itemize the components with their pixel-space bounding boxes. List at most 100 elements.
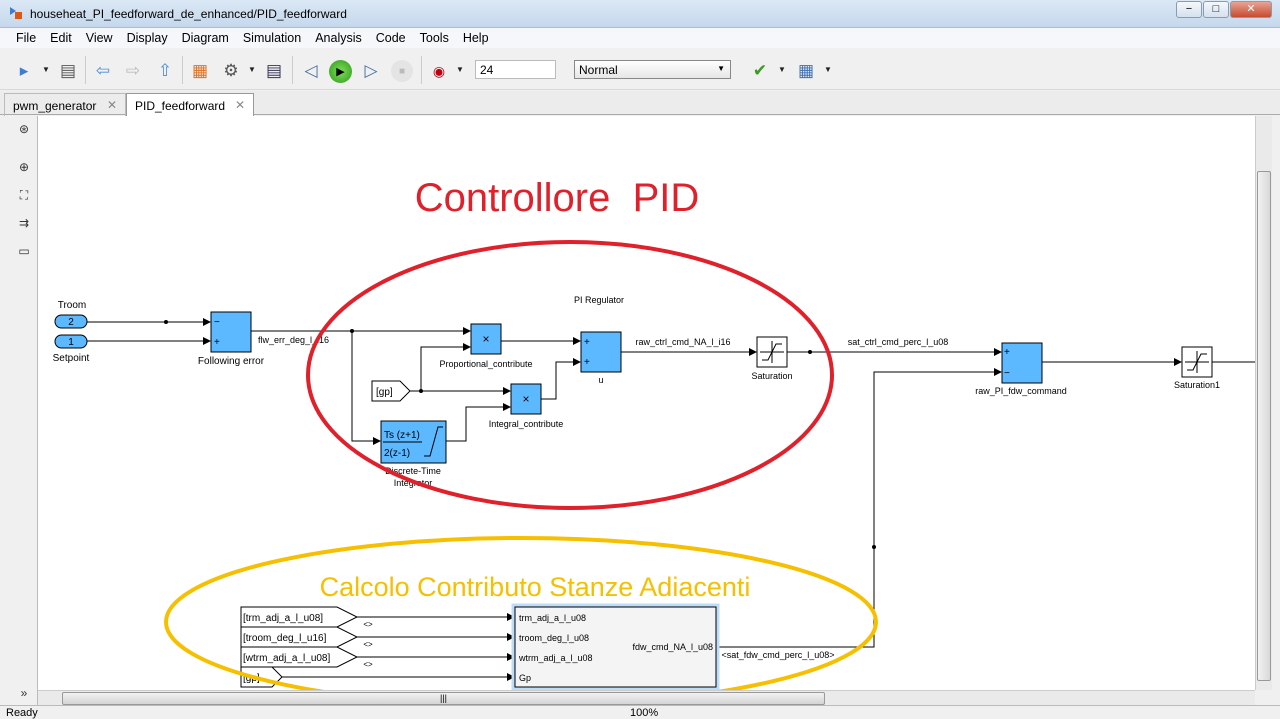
sum-sign: +: [584, 337, 590, 348]
from-tag-wtrm-adj[interactable]: [240, 646, 359, 668]
block-diagram: 2 Troom 1 Setpoint − + Following error f…: [53, 176, 1255, 690]
proportional-product-block[interactable]: [470, 323, 502, 355]
new-model-icon[interactable]: ▸: [19, 61, 29, 80]
saturation-icon: [760, 341, 784, 363]
block-label: Following error: [198, 356, 265, 367]
stop-icon[interactable]: ■: [391, 60, 413, 82]
menu-file[interactable]: File: [16, 31, 37, 45]
save-icon[interactable]: ▤: [59, 61, 77, 80]
tag-label: [wtrm_adj_a_l_u08]: [243, 653, 330, 664]
new-dropdown-icon[interactable]: ▼: [42, 65, 50, 74]
block-label: raw_PI_fdw_command: [975, 386, 1067, 396]
expand-icon[interactable]: »: [20, 686, 28, 700]
model-explorer-icon[interactable]: ▤: [265, 61, 283, 80]
build-icon[interactable]: ▦: [797, 61, 815, 80]
block-label: Integral_contribute: [489, 419, 564, 429]
bus-mark: <>: [363, 640, 373, 649]
inport-label: Setpoint: [53, 353, 90, 364]
integral-product-block[interactable]: [510, 383, 542, 415]
tab-label: PID_feedforward: [135, 99, 226, 113]
inport-number: 2: [68, 317, 74, 328]
horizontal-scrollbar[interactable]: |||: [38, 690, 1255, 705]
block-label: Discrete-Time: [385, 466, 441, 476]
config-dropdown-icon[interactable]: ▼: [248, 65, 256, 74]
menu-bar: File Edit View Display Diagram Simulatio…: [0, 28, 1280, 48]
close-tab-icon[interactable]: ✕: [106, 98, 117, 112]
run-icon[interactable]: ▶: [329, 60, 352, 83]
menu-view[interactable]: View: [85, 31, 113, 45]
tab-pwm-generator[interactable]: pwm_generator✕: [4, 93, 126, 116]
up-icon[interactable]: ⇧: [157, 61, 173, 80]
sum-sign: +: [214, 337, 220, 348]
horizontal-scroll-thumb[interactable]: |||: [62, 692, 825, 705]
stop-time-input[interactable]: 24: [475, 60, 556, 79]
menu-edit[interactable]: Edit: [50, 31, 72, 45]
feedforward-subsystem-block[interactable]: [514, 606, 717, 688]
step-back-icon[interactable]: ◁: [304, 61, 318, 80]
sum-sign: −: [1004, 368, 1010, 379]
scroll-grip: |||: [439, 693, 447, 703]
signal-label: <sat_fdw_cmd_perc_l_u08>: [721, 650, 834, 660]
advisor-dropdown-icon[interactable]: ▼: [778, 65, 786, 74]
signal-arrow-icon[interactable]: ⇉: [18, 216, 30, 230]
signal-lines: [87, 318, 1255, 681]
following-error-sum-block[interactable]: [210, 311, 252, 353]
sum-sign: +: [1004, 347, 1010, 358]
vertical-scroll-thumb[interactable]: [1257, 171, 1271, 681]
menu-help[interactable]: Help: [462, 31, 489, 45]
integrator-denominator: 2(z-1): [384, 448, 410, 459]
vertical-scrollbar[interactable]: [1255, 116, 1272, 690]
model-advisor-check-icon[interactable]: ✔: [752, 61, 768, 80]
model-canvas[interactable]: 2 Troom 1 Setpoint − + Following error f…: [38, 116, 1255, 690]
inport-troom[interactable]: [54, 314, 88, 329]
from-tag-troom-deg[interactable]: [240, 626, 359, 648]
tab-pid-feedforward[interactable]: PID_feedforward ✕: [126, 93, 254, 117]
sum-sign: −: [214, 317, 220, 328]
hide-explorer-icon[interactable]: ⊛: [18, 122, 30, 136]
minimize-button[interactable]: −: [1176, 1, 1202, 18]
menu-tools[interactable]: Tools: [419, 31, 449, 45]
simulation-mode-select[interactable]: Normal▼: [574, 60, 731, 79]
maximize-button[interactable]: □: [1203, 1, 1229, 18]
menu-analysis[interactable]: Analysis: [315, 31, 362, 45]
tag-label: [trm_adj_a_l_u08]: [243, 613, 323, 624]
block-label: Saturation: [751, 371, 792, 381]
back-icon[interactable]: ⇦: [95, 61, 111, 80]
build-dropdown-icon[interactable]: ▼: [824, 65, 832, 74]
window-title: househeat_PI_feedforward_de_enhanced/PID…: [30, 7, 347, 21]
integrator-numerator: Ts (z+1): [384, 430, 420, 441]
annotation-icon[interactable]: ▭: [18, 244, 30, 258]
menu-diagram[interactable]: Diagram: [181, 31, 229, 45]
step-forward-icon[interactable]: ▷: [364, 61, 378, 80]
signal-label: sat_ctrl_cmd_perc_l_u08: [848, 337, 949, 347]
signal-label: flw_err_deg_l_i16: [258, 335, 329, 345]
record-dropdown-icon[interactable]: ▼: [456, 65, 464, 74]
menu-simulation[interactable]: Simulation: [242, 31, 302, 45]
close-button[interactable]: ✕: [1230, 1, 1272, 18]
tag-label: [troom_deg_l_u16]: [243, 633, 327, 644]
tab-bar: pwm_generator✕ PID_feedforward ✕: [0, 91, 1280, 117]
forward-icon[interactable]: ⇨: [125, 61, 141, 80]
inport-label: Troom: [58, 300, 87, 311]
status-bar: Ready 100%: [0, 705, 1280, 719]
sum-u-block[interactable]: [580, 331, 622, 373]
menu-display[interactable]: Display: [126, 31, 168, 45]
chevron-down-icon: ▼: [717, 64, 725, 73]
fit-to-view-icon[interactable]: ⛶: [19, 188, 29, 202]
library-browser-icon[interactable]: ▦: [191, 61, 209, 80]
config-gear-icon[interactable]: ⚙: [223, 61, 239, 80]
port-label: wtrm_adj_a_l_u08: [518, 653, 593, 663]
menu-code[interactable]: Code: [375, 31, 406, 45]
port-label: trm_adj_a_l_u08: [519, 613, 586, 623]
raw-pi-fdw-sum-block[interactable]: [1001, 342, 1043, 384]
inport-setpoint[interactable]: [54, 334, 88, 349]
bus-mark: <>: [363, 660, 373, 669]
from-tag-trm-adj[interactable]: [240, 606, 359, 628]
inport-number: 1: [68, 337, 74, 348]
zoom-level: 100%: [630, 707, 659, 719]
adjacent-rooms-annotation: Calcolo Contributo Stanze Adiacenti: [320, 572, 751, 602]
from-tag-gp[interactable]: [371, 380, 411, 402]
zoom-icon[interactable]: ⊕: [18, 160, 30, 174]
record-icon[interactable]: ◉: [432, 62, 446, 79]
close-tab-icon[interactable]: ✕: [234, 98, 245, 112]
